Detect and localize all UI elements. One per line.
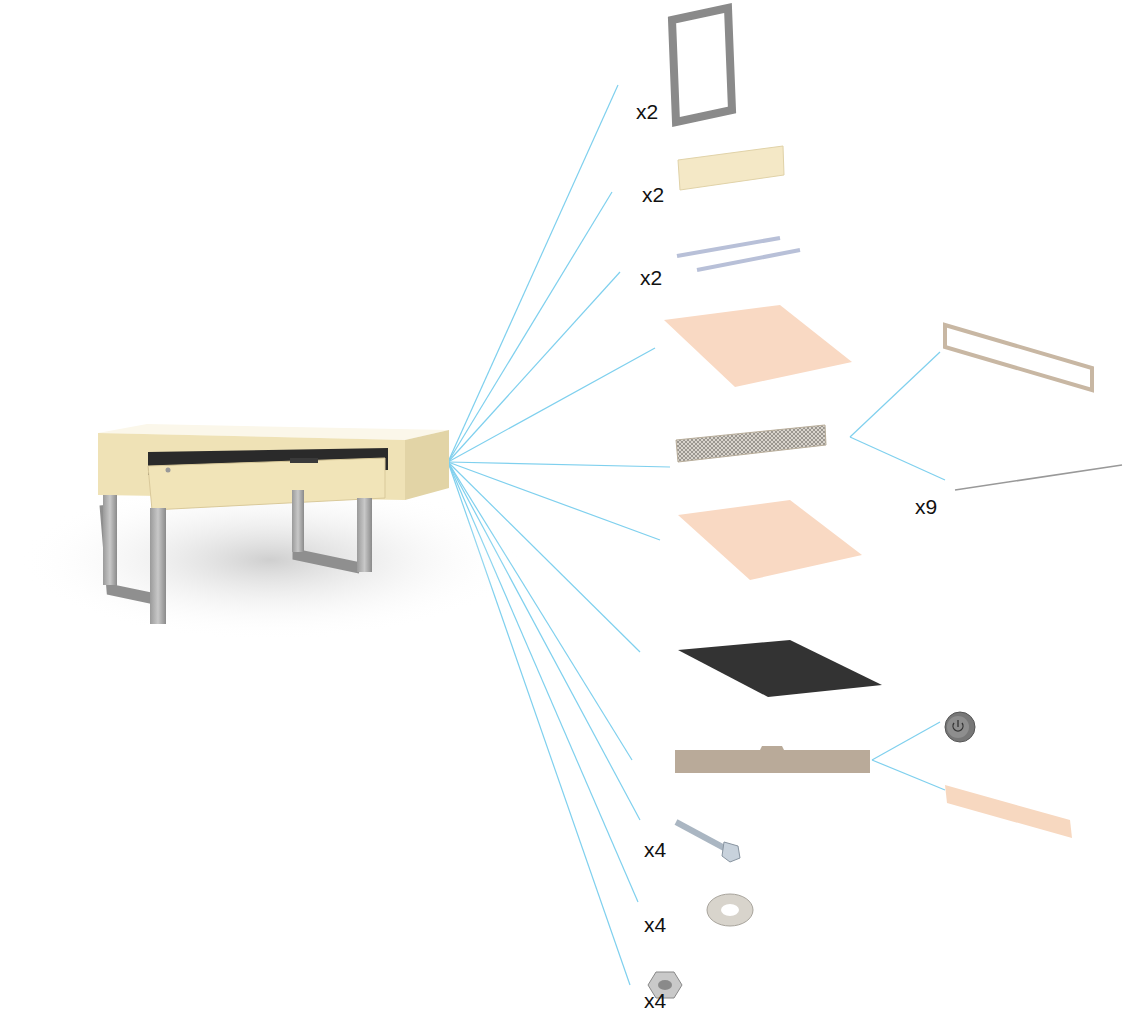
drawer-box (676, 425, 826, 462)
drawer-slide (677, 238, 780, 256)
desk-illustration (20, 424, 520, 640)
leader-line (448, 85, 618, 462)
dark-sheet (678, 640, 882, 697)
bolt-shank (676, 822, 728, 850)
desk-leg (298, 495, 360, 568)
washer-ring (707, 894, 753, 926)
top-board (664, 305, 852, 387)
quantity-label: x2 (640, 266, 662, 290)
desk-leg (357, 498, 372, 572)
front-panel (675, 746, 870, 773)
power-button (945, 712, 975, 742)
drawer-button (166, 468, 171, 473)
quantity-label: x2 (642, 183, 664, 207)
leader-line (448, 462, 670, 467)
drawer-front (148, 458, 385, 510)
leader-line (850, 437, 945, 480)
desk-side (405, 430, 449, 500)
rod (955, 465, 1122, 490)
leader-line (448, 462, 632, 760)
washer (707, 894, 753, 926)
drawer-slide (697, 250, 800, 270)
leader-line (448, 192, 612, 462)
leader-lines (448, 85, 945, 985)
side-panel (678, 146, 784, 190)
desk-leg (103, 495, 117, 585)
button-face (947, 716, 969, 738)
desk-leg (150, 508, 166, 624)
button-body (945, 712, 975, 742)
parts (648, 8, 1122, 998)
leader-line (872, 722, 940, 760)
quantity-label: x4 (644, 989, 666, 1013)
nut-hole (658, 980, 672, 990)
drawer-frame (945, 325, 1092, 390)
drawer-slides (677, 238, 800, 270)
leader-line (872, 760, 945, 790)
leader-line (850, 352, 940, 437)
leader-line (448, 348, 655, 462)
quantity-label: x9 (915, 495, 937, 519)
quantity-label: x4 (644, 838, 666, 862)
desk-leg (292, 490, 304, 552)
leg-frame (672, 8, 732, 122)
front-panel-part (945, 785, 1072, 838)
bolt (676, 822, 740, 862)
bottom-board (678, 500, 862, 580)
quantity-label: x4 (644, 913, 666, 937)
quantity-label: x2 (636, 100, 658, 124)
power-icon (953, 720, 963, 731)
leader-line (448, 272, 620, 462)
bolt-head (722, 842, 740, 862)
washer-hole (721, 904, 739, 916)
drawer-handle (290, 458, 318, 463)
